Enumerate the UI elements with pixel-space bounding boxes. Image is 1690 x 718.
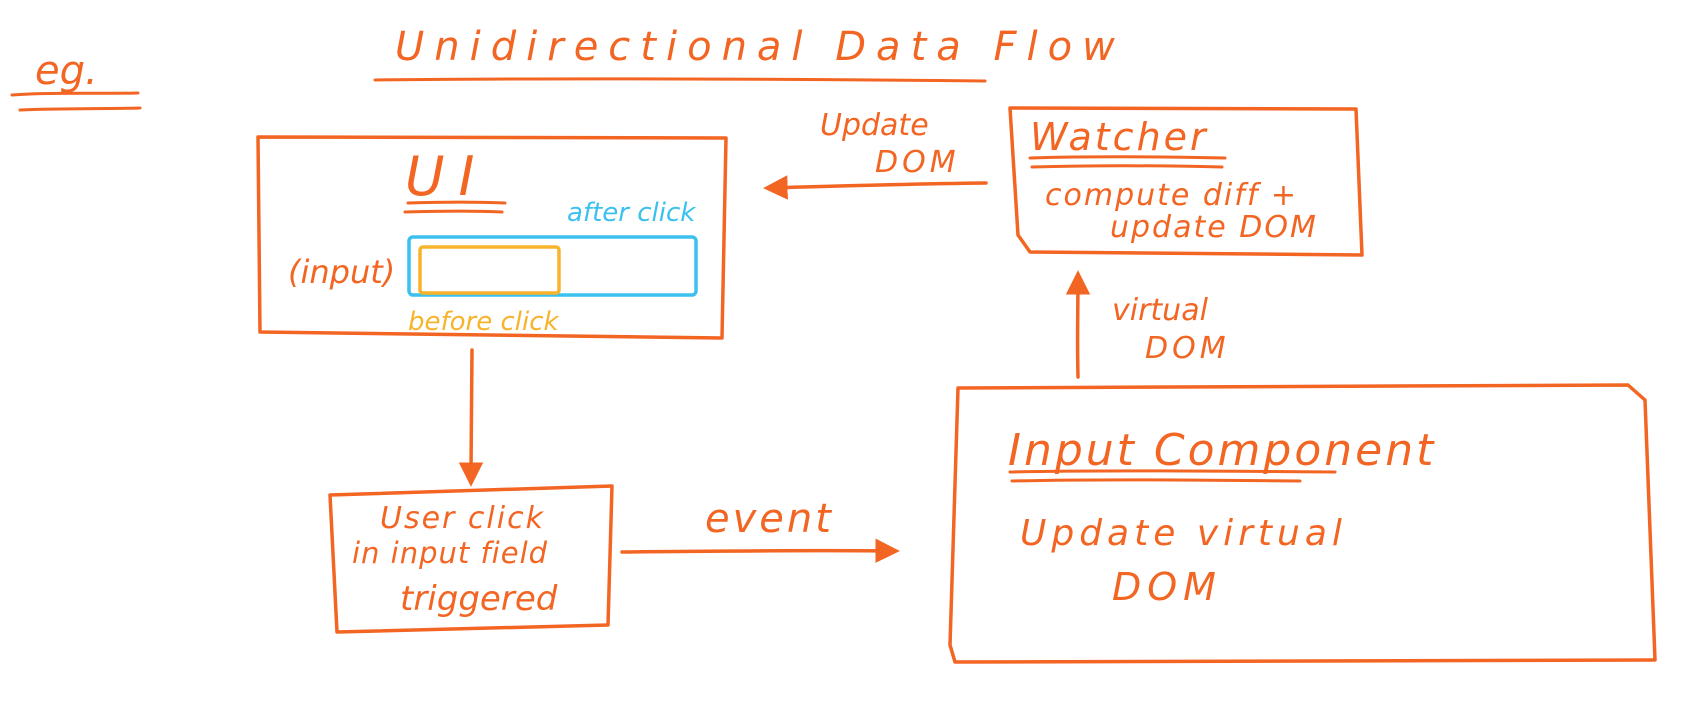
ui-title-underline-2 (403, 209, 504, 214)
ui-to-click-arrow (458, 348, 484, 487)
input-component-box-group: Input Component Update virtual DOM (948, 383, 1657, 664)
event-arrow-group: event (620, 496, 900, 564)
after-click-label: after click (567, 198, 696, 228)
update-dom-arrow (763, 175, 988, 200)
watcher-line2: update DOM (1110, 210, 1318, 245)
before-click-label: before click (408, 307, 560, 337)
title-underline (373, 77, 987, 83)
input-field-before-click (418, 245, 561, 295)
event-arrow (620, 538, 900, 564)
input-component-underline-1 (1008, 469, 1337, 474)
ui-box-outline (256, 135, 728, 340)
update-dom-label-line2: DOM (875, 145, 960, 180)
eg-underline-2 (18, 106, 142, 112)
virtual-dom-arrow-group: virtual DOM (1065, 270, 1230, 379)
input-component-line2: DOM (1112, 565, 1222, 609)
event-label: event (705, 496, 834, 542)
eg-label-group: eg. (10, 48, 142, 112)
watcher-line1: compute diff + (1045, 178, 1298, 213)
update-dom-arrow-group: Update DOM (763, 108, 988, 200)
watcher-title-underline-1 (1028, 155, 1227, 160)
input-component-line1: Update virtual (1020, 513, 1347, 554)
input-component-box-outline (948, 383, 1657, 664)
ui-to-click-arrow-group (458, 348, 484, 487)
input-field-after-click (407, 235, 698, 297)
update-dom-label-line1: Update (820, 108, 929, 143)
diagram-title: Unidirectional Data Flow (395, 24, 1125, 70)
watcher-title: Watcher (1030, 115, 1209, 159)
user-click-line2: in input field (352, 536, 548, 570)
watcher-title-underline-2 (1030, 164, 1224, 169)
input-label: (input) (288, 253, 395, 291)
eg-underline-1 (10, 91, 140, 97)
watcher-box-group: Watcher compute diff + update DOM (1008, 106, 1364, 257)
input-component-title: Input Component (1008, 425, 1436, 476)
virtual-dom-label-line2: DOM (1145, 331, 1230, 366)
user-click-line1: User click (380, 501, 545, 536)
eg-label: eg. (35, 48, 98, 94)
user-click-box-group: User click in input field triggered (328, 484, 614, 634)
title-group: Unidirectional Data Flow (373, 24, 1125, 83)
ui-title-underline-1 (406, 200, 507, 205)
ui-box-group: UI after click (input) before click (256, 135, 728, 340)
user-click-box-outline (328, 484, 614, 634)
ui-box-title: UI (405, 145, 488, 208)
input-component-underline-2 (1010, 478, 1302, 483)
watcher-box-outline (1008, 106, 1364, 257)
virtual-dom-label-line1: virtual (1112, 293, 1209, 328)
user-click-line3: triggered (400, 579, 558, 619)
